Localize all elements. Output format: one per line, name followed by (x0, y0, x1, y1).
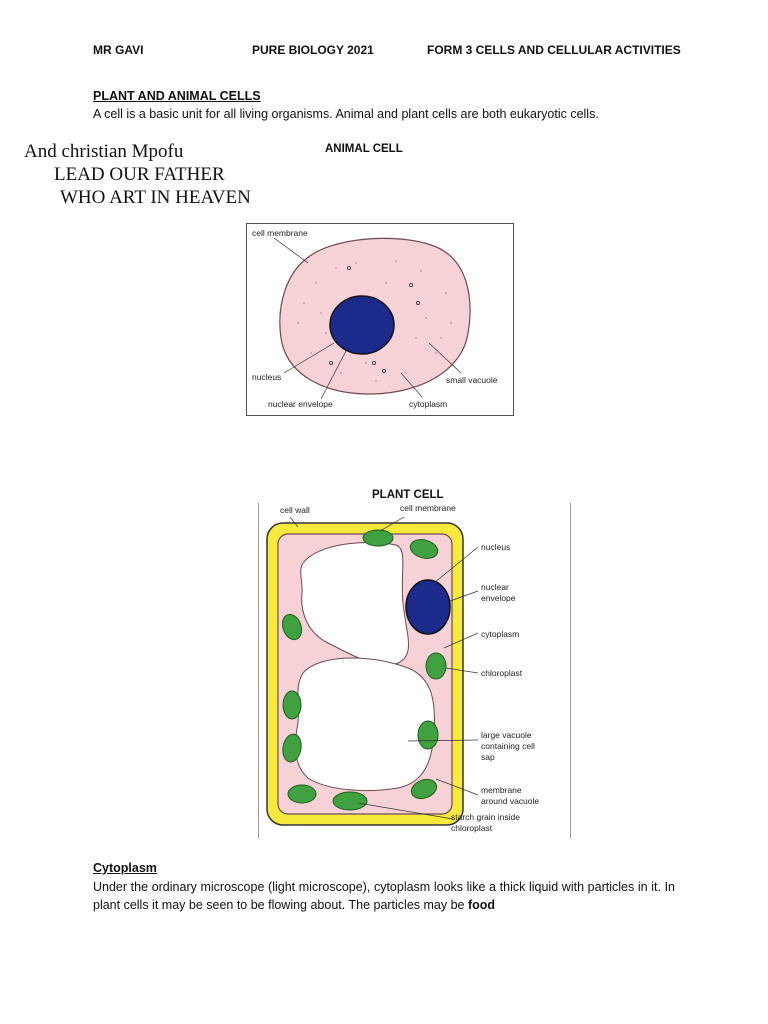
chloroplast (281, 613, 303, 641)
animal-label-nucleus: nucleus (252, 372, 281, 382)
plant-cell-vacuole-large (294, 657, 435, 792)
plant-cell-title: PLANT CELL (372, 489, 444, 501)
plant-label-starch-1: starch grain inside (451, 812, 520, 822)
animal-label-cell-membrane: cell membrane (252, 228, 308, 238)
chloroplast (362, 529, 394, 547)
plant-label-vacuole-2: containing cell (481, 741, 535, 751)
animal-label-cytoplasm: cytoplasm (409, 399, 447, 409)
header-teacher: MR GAVI (93, 43, 144, 57)
plant-label-membrane-vacuole-1: membrane (481, 785, 522, 795)
plant-label-nuclear-2: envelope (481, 593, 516, 603)
section-intro: A cell is a basic unit for all living or… (93, 107, 599, 121)
chloroplast (332, 791, 368, 811)
cytoplasm-text: Under the ordinary microscope (light mic… (93, 880, 675, 912)
chloroplast (410, 778, 438, 800)
plant-label-membrane-vacuole-2: around vacuole (481, 796, 539, 806)
handwriting-line-2: LEAD OUR FATHER (54, 164, 225, 185)
animal-label-small-vacuole: small vacuole (446, 375, 498, 385)
cytoplasm-paragraph: Under the ordinary microscope (light mic… (93, 878, 675, 914)
cytoplasm-bold-tail: food (467, 898, 496, 912)
plant-label-vacuole-3: sap (481, 752, 495, 762)
chloroplast (282, 690, 302, 720)
chloroplast (409, 539, 439, 559)
plant-label-starch-2: chloroplast (451, 823, 493, 833)
plant-label-cell-wall: cell wall (280, 505, 310, 515)
cytoplasm-heading: Cytoplasm (93, 861, 157, 875)
chloroplast (287, 784, 317, 804)
handwriting-line-3: WHO ART IN HEAVEN (60, 187, 251, 208)
animal-cell-title: ANIMAL CELL (325, 143, 403, 155)
plant-label-chloroplast: chloroplast (481, 668, 523, 678)
header-topic: FORM 3 CELLS AND CELLULAR ACTIVITIES (427, 43, 681, 57)
plant-cell-nucleus (405, 579, 451, 635)
chloroplast (417, 720, 439, 750)
plant-label-nucleus: nucleus (481, 542, 510, 552)
plant-label-cytoplasm: cytoplasm (481, 629, 519, 639)
handwriting-line-1: And christian Mpofu (24, 141, 184, 162)
animal-cell-diagram: cell membrane nucleus nuclear envelope c… (246, 223, 514, 416)
section-title: PLANT AND ANIMAL CELLS (93, 89, 261, 103)
animal-label-nuclear-envelope: nuclear envelope (268, 399, 333, 409)
plant-label-cell-membrane: cell membrane (400, 503, 456, 513)
plant-label-nuclear-1: nuclear (481, 582, 509, 592)
animal-cell-nucleus (329, 295, 395, 355)
header-subject: PURE BIOLOGY 2021 (252, 43, 374, 57)
plant-label-vacuole-1: large vacuole (481, 730, 532, 740)
chloroplast (425, 652, 447, 680)
plant-cell-diagram: cell wall cell membrane nucleus nuclear … (258, 503, 571, 838)
chloroplast (282, 733, 302, 763)
